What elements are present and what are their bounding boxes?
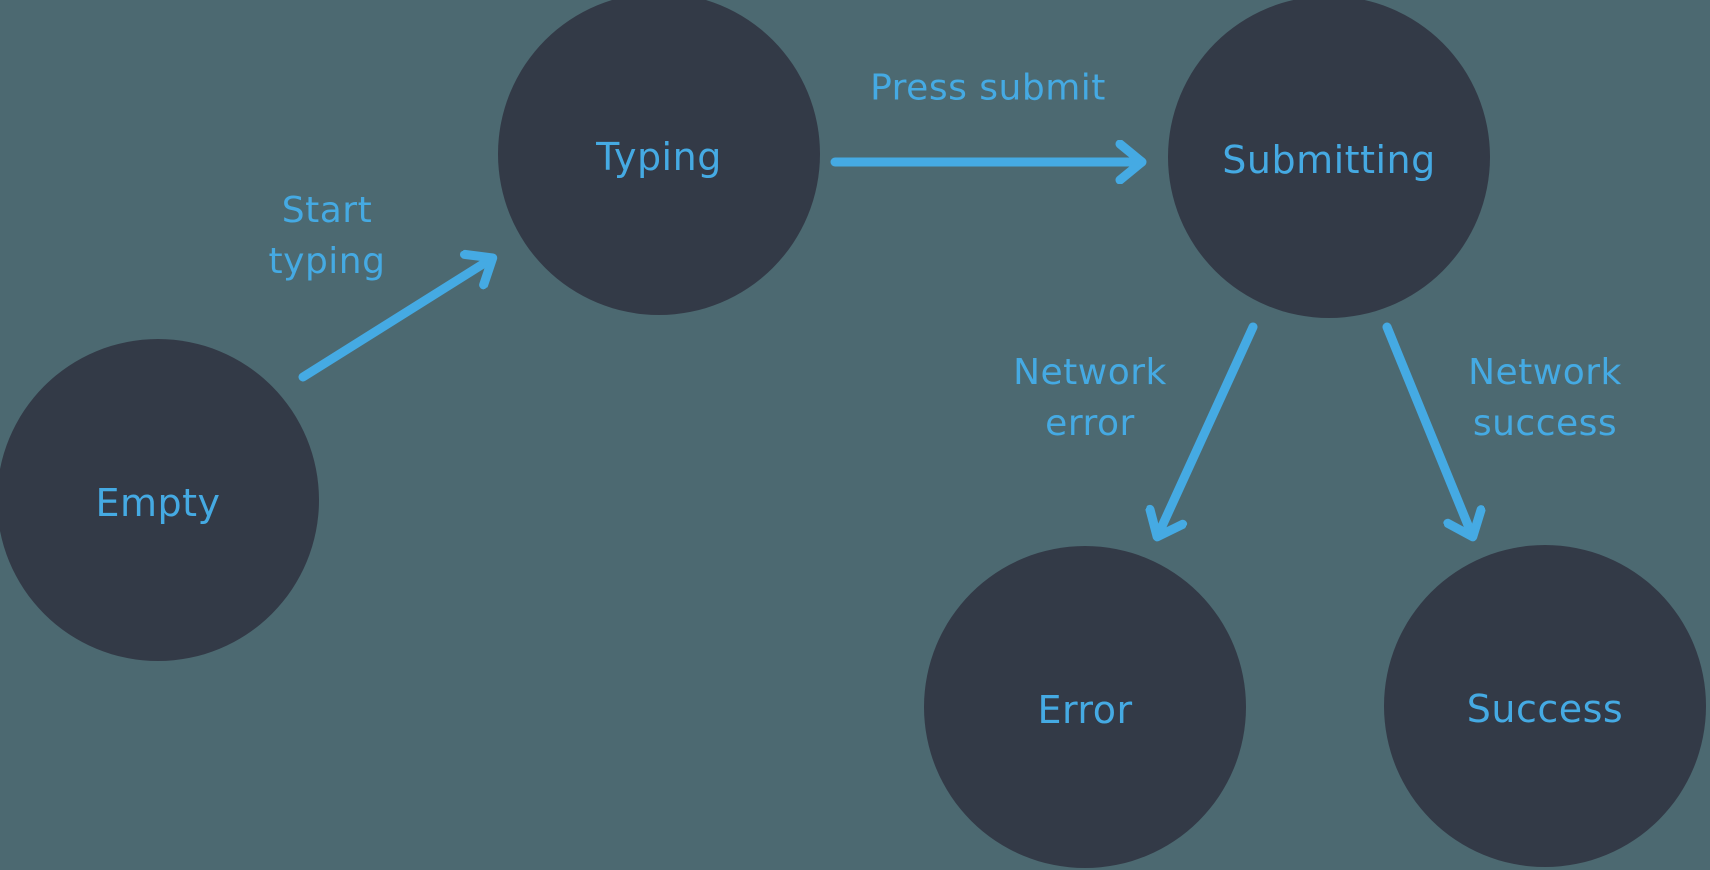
edge-label-network-success: Network success (1468, 347, 1622, 449)
state-node-error-label: Error (1037, 688, 1133, 732)
state-node-submitting: Submitting (1168, 0, 1490, 318)
edge-label-network-success-line-1: Network (1468, 352, 1622, 393)
state-node-success-label: Success (1466, 687, 1624, 731)
edge-label-start-typing-line-1: Start (281, 190, 373, 231)
edge-label-network-error-line-1: Network (1013, 352, 1167, 393)
state-node-typing: Typing (498, 0, 820, 315)
state-node-empty-label: Empty (95, 481, 221, 525)
edge-label-network-error-line-2: error (1045, 403, 1135, 444)
edge-network-success-arrow (1382, 322, 1472, 535)
edge-label-network-error: Network error (1013, 347, 1167, 449)
edge-label-press-submit-line-1: Press submit (870, 67, 1106, 109)
edge-label-network-success-line-2: success (1472, 403, 1618, 444)
state-node-submitting-label: Submitting (1222, 138, 1436, 182)
edge-label-start-typing-line-2: typing (268, 241, 386, 282)
state-node-error: Error (924, 546, 1246, 868)
state-node-success: Success (1384, 545, 1706, 867)
edge-label-press-submit: Press submit (870, 63, 1106, 114)
edge-label-start-typing: Start typing (269, 185, 386, 287)
state-node-empty: Empty (0, 339, 319, 661)
edge-start-typing-arrow (298, 259, 491, 382)
edge-network-error-arrow (1158, 322, 1258, 535)
state-node-typing-label: Typing (596, 135, 722, 179)
